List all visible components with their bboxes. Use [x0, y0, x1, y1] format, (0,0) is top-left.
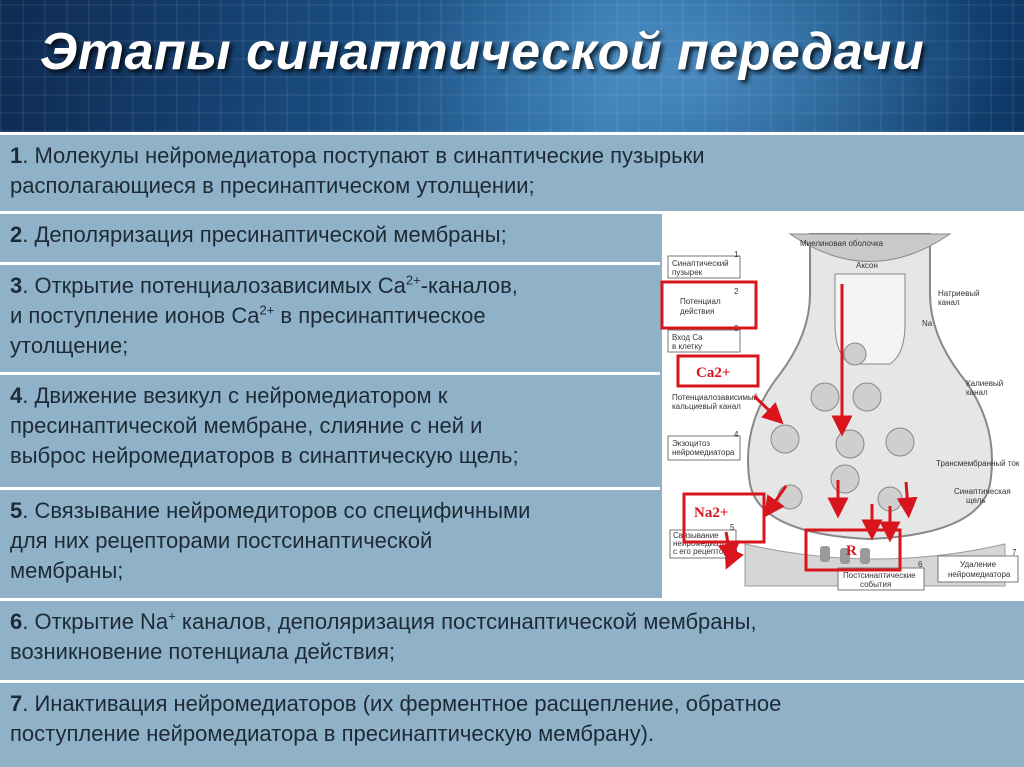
receptors: [820, 546, 870, 564]
step-number: 1: [10, 143, 23, 168]
label-postsynaptic-events: Постсинаптические: [843, 571, 916, 580]
step-text: пресинаптической мембране, слияние с ней…: [10, 413, 483, 438]
step-text: . Инактивация нейромедиаторов (их фермен…: [22, 691, 782, 716]
label-step-number: 1: [734, 250, 739, 259]
label-vesicle: пузырек: [672, 268, 703, 277]
step-number: 2: [10, 222, 23, 247]
annotation-ca: Ca2+: [696, 365, 730, 381]
step-text: в пресинаптическое: [274, 303, 486, 328]
slide-title: Этапы синаптической передачи: [40, 23, 925, 81]
step-number: 6: [10, 609, 23, 634]
label-ca-channel: Потенциалозависимый: [672, 393, 758, 402]
label-synaptic-cleft: щель: [966, 496, 986, 505]
step-text: . Деполяризация пресинаптической мембран…: [22, 222, 507, 247]
synapse-diagram: Миелиновая оболочка Аксон Синаптический …: [660, 214, 1024, 598]
step-text: . Движение везикул с нейромедиатором к: [22, 383, 448, 408]
axon: [834, 273, 906, 365]
step-text: для них рецепторами постсинаптической: [10, 528, 433, 553]
label-na-channel: канал: [938, 298, 960, 307]
step-2: 2. Деполяризация пресинаптической мембра…: [0, 211, 660, 262]
step-number: 3: [10, 273, 23, 298]
step-text: мембраны;: [10, 558, 124, 583]
superscript: +: [168, 608, 176, 624]
step-5: 5. Связывание нейромедиторов со специфич…: [0, 487, 660, 598]
step-3: 3. Открытие потенциалозависимых Ca2+-кан…: [0, 262, 660, 372]
label-action-potential: Потенциал: [680, 297, 721, 306]
step-text: . Молекулы нейромедиатора поступают в си…: [22, 143, 705, 168]
step-text: и поступление ионов Ca: [10, 303, 260, 328]
annotation-receptor: R: [846, 543, 857, 559]
label-step-number: 4: [734, 430, 739, 439]
label-myelin: Миелиновая оболочка: [800, 239, 884, 248]
step-7: 7. Инактивация нейромедиаторов (их ферме…: [0, 680, 1024, 767]
label-boxes: [667, 255, 1019, 591]
step-text: располагающиеся в пресинаптическом утолщ…: [10, 173, 535, 198]
label-axon: Аксон: [856, 261, 878, 270]
synapse-diagram-panel: Миелиновая оболочка Аксон Синаптический …: [660, 211, 1024, 598]
step-1: 1. Молекулы нейромедиатора поступают в с…: [0, 132, 1024, 211]
label-exocytosis: нейромедиатора: [672, 448, 735, 457]
label-binding: Связывание: [673, 531, 719, 540]
step-number: 4: [10, 383, 23, 408]
label-removal: Удаление: [960, 560, 997, 569]
label-transmembrane-current: Трансмембранный ток: [936, 459, 1020, 468]
step-text: . Связывание нейромедиторов со специфичн…: [22, 498, 531, 523]
step-number: 7: [10, 691, 23, 716]
vesicles: [770, 342, 915, 512]
step-text: поступление нейромедиатора в пресинаптич…: [10, 721, 655, 746]
label-ca-entry: в клетку: [672, 342, 702, 351]
label-na-ion: Na: [922, 319, 933, 328]
label-step-number: 2: [734, 287, 739, 296]
step-text: каналов, деполяризация постсинаптической…: [175, 609, 757, 634]
step-text: . Открытие потенциалозависимых Ca: [22, 273, 406, 298]
label-ca-entry: Вход Ca: [672, 333, 703, 342]
label-ca-channel: кальциевый канал: [672, 402, 741, 411]
myelin-sheath: [788, 233, 952, 262]
label-exocytosis: Экзоцитоз: [672, 439, 710, 448]
slide-header: Этапы синаптической передачи: [0, 0, 1024, 132]
label-k-channel: Калиевый: [966, 379, 1003, 388]
label-step-number: 5: [730, 523, 735, 532]
label-na-channel: Натриевый: [938, 289, 980, 298]
label-step-number: 6: [918, 560, 923, 569]
label-removal: нейромедиатора: [948, 570, 1011, 579]
step-text: утолщение;: [10, 333, 129, 358]
label-binding: с его рецептором: [673, 547, 738, 556]
step-4: 4. Движение везикул с нейромедиатором к …: [0, 372, 660, 487]
label-postsynaptic-events: события: [860, 580, 891, 589]
annotation-na: Na2+: [694, 505, 728, 521]
superscript: 2+: [259, 302, 275, 318]
label-action-potential: действия: [680, 307, 714, 316]
label-step-number: 7: [1012, 548, 1017, 557]
label-synaptic-cleft: Синаптическая: [954, 487, 1011, 496]
step-text: выброс нейромедиаторов в синаптическую щ…: [10, 443, 519, 468]
step-number: 5: [10, 498, 23, 523]
step-6: 6. Открытие Na+ каналов, деполяризация п…: [0, 598, 1024, 680]
superscript: 2+: [405, 272, 421, 288]
step-text: -каналов,: [420, 273, 518, 298]
label-k-channel: канал: [966, 388, 988, 397]
red-arrows: [717, 284, 918, 570]
step-text: возникновение потенциала действия;: [10, 639, 396, 664]
label-vesicle: Синаптический: [672, 259, 729, 268]
step-text: . Открытие Na: [22, 609, 169, 634]
